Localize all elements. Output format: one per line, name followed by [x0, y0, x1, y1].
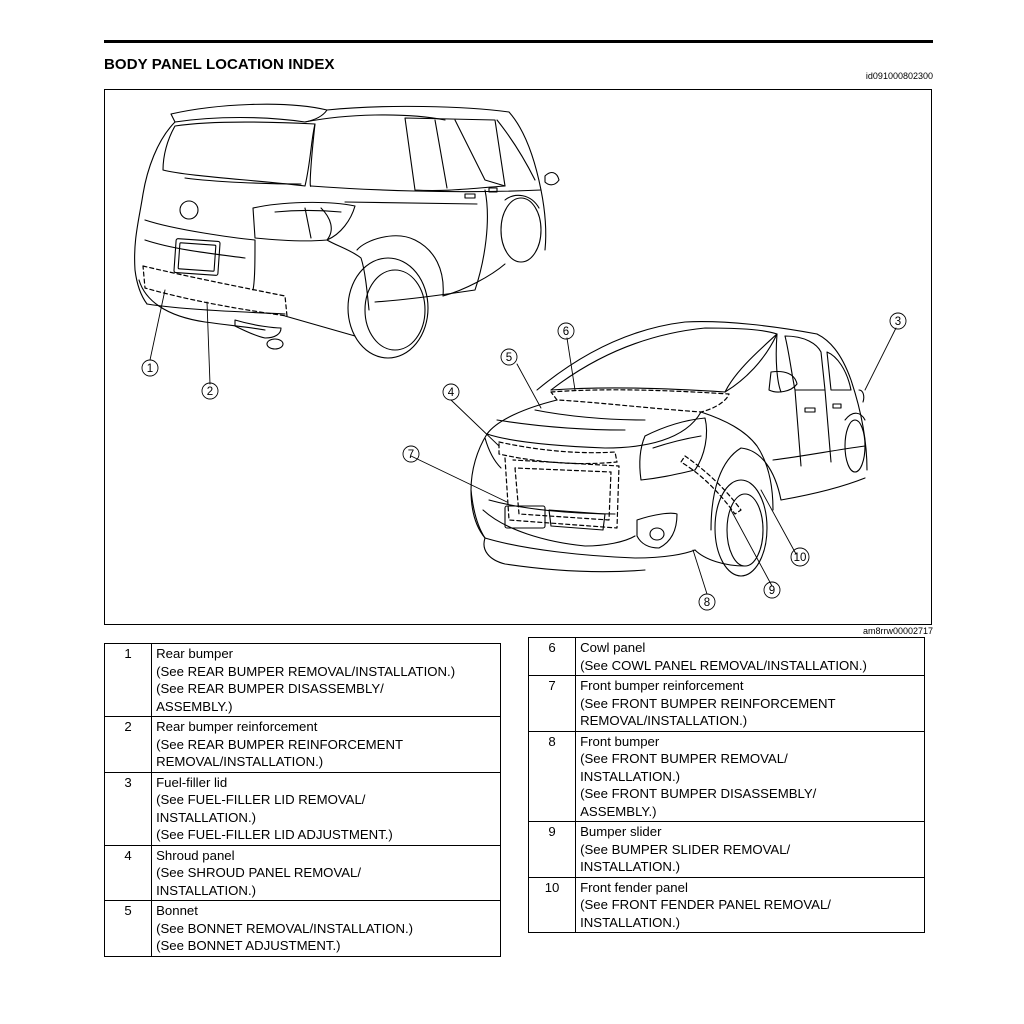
callout-6: 6 [557, 322, 575, 340]
part-name: Bonnet [156, 903, 198, 918]
item-number: 3 [103, 771, 153, 846]
svg-text:10: 10 [794, 552, 807, 564]
part-name: Front bumper reinforcement [580, 678, 744, 693]
item-number: 7 [527, 675, 577, 732]
svg-text:9: 9 [769, 585, 775, 597]
reference-text: (See BONNET ADJUSTMENT.) [156, 938, 341, 953]
reference-text: (See BUMPER SLIDER REMOVAL/ [580, 841, 791, 857]
reference-text: (See REAR BUMPER DISASSEMBLY/ [156, 681, 384, 696]
item-description: Cowl panel (See COWL PANEL REMOVAL/INSTAL… [575, 637, 925, 676]
reference-text: INSTALLATION.) [580, 768, 681, 784]
reference-text: (See FUEL-FILLER LID ADJUSTMENT.) [156, 827, 393, 842]
callout-markers: 1 2 3 4 5 6 7 [141, 312, 907, 611]
item-number: 6 [527, 637, 577, 676]
callout-leaders [149, 289, 897, 595]
vehicle-illustration: 1 2 3 4 5 6 7 [104, 89, 932, 625]
item-number: 4 [103, 844, 153, 901]
callout-9: 9 [763, 581, 781, 599]
document-id: id091000802300 [865, 71, 933, 81]
callout-5: 5 [500, 348, 518, 366]
item-description: Bumper slider (See BUMPER SLIDER REMOVAL/… [575, 821, 925, 878]
item-description: Front bumper (See FRONT BUMPER REMOVAL/IN… [575, 730, 925, 822]
svg-text:6: 6 [563, 326, 569, 338]
item-number: 9 [527, 821, 577, 878]
item-description: Front fender panel (See FRONT FENDER PANE… [575, 876, 925, 933]
reference-text: (See REAR BUMPER REMOVAL/INSTALLATION.) [156, 663, 456, 679]
item-number: 5 [103, 900, 153, 957]
part-name: Cowl panel [580, 640, 646, 655]
svg-text:8: 8 [704, 597, 710, 609]
reference-text: REMOVAL/INSTALLATION.) [156, 754, 324, 769]
svg-text:4: 4 [448, 387, 455, 399]
svg-text:3: 3 [895, 316, 901, 328]
reference-text: INSTALLATION.) [580, 859, 681, 874]
reference-text: INSTALLATION.) [156, 809, 257, 825]
reference-text: (See FRONT BUMPER REMOVAL/ [580, 751, 788, 766]
reference-text: (See FRONT FENDER PANEL REMOVAL/ [580, 897, 831, 912]
reference-text: (See COWL PANEL REMOVAL/INSTALLATION.) [580, 657, 867, 673]
part-name: Rear bumper reinforcement [156, 719, 318, 734]
part-name: Fuel-filler lid [156, 774, 228, 790]
part-name: Front fender panel [580, 879, 688, 895]
reference-text: REMOVAL/INSTALLATION.) [580, 713, 748, 728]
item-description: Rear bumper (See REAR BUMPER REMOVAL/INST… [151, 643, 501, 717]
callout-2: 2 [201, 382, 219, 400]
item-description: Rear bumper reinforcement (See REAR BUMPE… [151, 716, 501, 773]
reference-text: INSTALLATION.) [156, 882, 257, 898]
item-number: 10 [527, 876, 577, 933]
item-number: 1 [103, 643, 153, 717]
reference-text: INSTALLATION.) [580, 914, 681, 930]
callout-8: 8 [698, 593, 716, 611]
front-view-car [470, 321, 868, 577]
part-name: Rear bumper [156, 646, 234, 661]
item-number: 8 [527, 730, 577, 822]
reference-text: (See FRONT BUMPER REINFORCEMENT [580, 695, 836, 711]
item-description: Shroud panel (See SHROUD PANEL REMOVAL/IN… [151, 844, 501, 901]
item-number: 2 [103, 716, 153, 773]
reference-text: (See BONNET REMOVAL/INSTALLATION.) [156, 920, 414, 936]
item-description: Front bumper reinforcement (See FRONT BUM… [575, 675, 925, 732]
page-title: BODY PANEL LOCATION INDEX [104, 56, 335, 73]
item-description: Bonnet (See BONNET REMOVAL/INSTALLATION.)… [151, 900, 501, 957]
reference-text: (See FRONT BUMPER DISASSEMBLY/ [580, 786, 817, 801]
callout-3: 3 [889, 312, 907, 330]
reference-text: (See FUEL-FILLER LID REMOVAL/ [156, 792, 366, 807]
callout-10: 10 [790, 547, 810, 567]
svg-text:5: 5 [506, 352, 512, 364]
svg-text:7: 7 [408, 449, 414, 461]
reference-text: (See SHROUD PANEL REMOVAL/ [156, 865, 362, 880]
figure-id: am8rrw00002717 [862, 626, 933, 636]
callout-4: 4 [442, 383, 460, 401]
part-name: Shroud panel [156, 847, 235, 863]
reference-text: (See REAR BUMPER REINFORCEMENT [156, 736, 404, 752]
rear-view-car [134, 103, 560, 359]
item-description: Fuel-filler lid (See FUEL-FILLER LID REMO… [151, 771, 501, 846]
reference-text: ASSEMBLY.) [580, 803, 657, 819]
part-name: Front bumper [580, 733, 660, 749]
top-rule [104, 40, 933, 43]
part-name: Bumper slider [580, 824, 662, 839]
reference-text: ASSEMBLY.) [156, 698, 233, 714]
svg-text:1: 1 [147, 363, 153, 375]
callout-7: 7 [402, 445, 420, 463]
svg-text:2: 2 [207, 386, 213, 398]
callout-1: 1 [141, 359, 159, 377]
